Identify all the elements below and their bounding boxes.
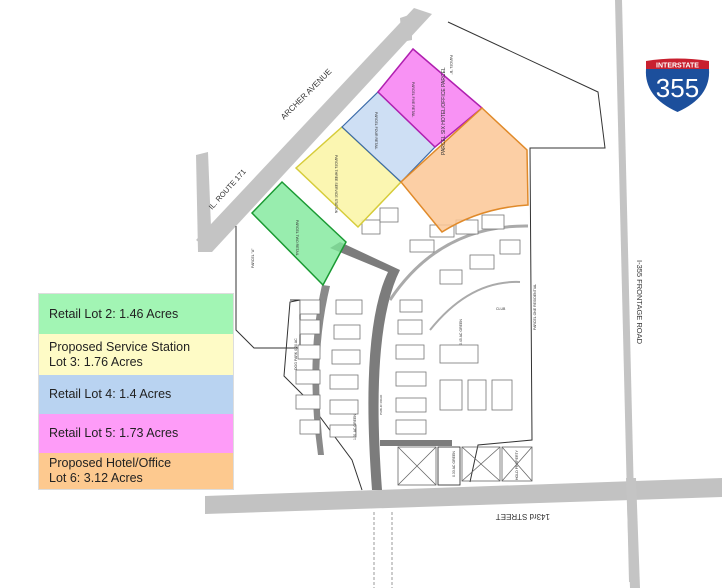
building bbox=[395, 371, 427, 387]
main-curved-road bbox=[330, 242, 400, 490]
building bbox=[295, 394, 321, 410]
building bbox=[395, 344, 425, 360]
building bbox=[469, 254, 495, 270]
frontage-road-label: I-355 FRONTAGE ROAD bbox=[635, 260, 644, 345]
future-road bbox=[373, 512, 393, 588]
building bbox=[333, 324, 361, 340]
legend-item: Retail Lot 5: 1.73 Acres bbox=[39, 414, 233, 453]
building bbox=[331, 349, 361, 365]
legend-item-text: Lot 3: 1.76 Acres bbox=[49, 354, 143, 369]
parcel-one-label: PARCEL ONE RESIDENTIAL bbox=[533, 284, 537, 330]
south-road bbox=[380, 440, 452, 446]
inner-arc-road bbox=[429, 280, 521, 331]
building bbox=[299, 419, 321, 435]
building bbox=[439, 344, 479, 364]
building bbox=[467, 379, 487, 411]
building bbox=[499, 239, 521, 255]
archer-avenue-road bbox=[196, 8, 432, 252]
club-label: CLUB bbox=[496, 307, 506, 311]
143rd-street-label: 143rd STREET bbox=[496, 512, 550, 521]
parcel-four-label: PARCEL FOUR RETAIL bbox=[374, 112, 378, 150]
legend-item-text: Proposed Service Station bbox=[49, 339, 191, 354]
dog-park-label: DOG PARK 0.20 AC bbox=[294, 338, 298, 370]
building bbox=[335, 299, 363, 315]
hold-property-label: HOLD PROPERTY bbox=[515, 449, 519, 480]
parcel-six-label: PARCEL SIX HOTEL/OFFICE PARCEL bbox=[441, 67, 447, 155]
building bbox=[295, 369, 321, 385]
building bbox=[399, 299, 423, 313]
parcel-lot-6-shape bbox=[399, 106, 529, 233]
legend-item: Retail Lot 4: 1.4 Acres bbox=[39, 375, 233, 414]
legend-item-text: Retail Lot 4: 1.4 Acres bbox=[49, 387, 172, 401]
parcel-b-label: PARCEL "B" bbox=[449, 55, 453, 75]
east-arc-road bbox=[388, 224, 529, 301]
green-3-label: 0.33 AC GREEN bbox=[452, 451, 456, 477]
legend-item-text: Proposed Hotel/Office bbox=[49, 456, 172, 470]
shield-top-text: INTERSTATE bbox=[656, 63, 699, 70]
building bbox=[481, 214, 505, 230]
building bbox=[395, 397, 427, 413]
route-171-road bbox=[196, 152, 212, 252]
building bbox=[329, 374, 359, 390]
parcel-three-label: PARCEL THREE SERVICE STATION bbox=[334, 155, 338, 214]
legend-item-text: Retail Lot 2: 1.46 Acres bbox=[49, 306, 179, 321]
building bbox=[439, 269, 463, 285]
building bbox=[297, 344, 321, 360]
legend-item-text: Lot 6: 3.12 Acres bbox=[49, 471, 143, 485]
building bbox=[329, 424, 357, 438]
residential-buildings bbox=[295, 207, 521, 438]
frontage-lower bbox=[626, 478, 640, 588]
dog-park-boundary bbox=[283, 299, 363, 491]
building bbox=[397, 319, 423, 335]
building bbox=[299, 319, 321, 335]
archer-spur bbox=[400, 14, 412, 42]
building bbox=[439, 379, 463, 411]
site-boundary bbox=[447, 21, 606, 483]
building bbox=[455, 219, 479, 235]
parcel-five-label: PARCEL FIVE RETAIL bbox=[411, 82, 415, 117]
parcel-a-label: PARCEL "A" bbox=[251, 248, 255, 268]
parcel-lot-2 bbox=[250, 180, 347, 287]
building bbox=[361, 219, 381, 235]
frontage-road bbox=[615, 0, 636, 582]
shield-number: 355 bbox=[656, 73, 699, 103]
143rd-street-road bbox=[205, 478, 722, 514]
public-road-label: PUBLIC ROAD bbox=[379, 394, 383, 415]
building bbox=[409, 239, 435, 253]
legend-item-text: Retail Lot 5: 1.73 Acres bbox=[49, 426, 179, 440]
legend-item: Retail Lot 2: 1.46 Acres bbox=[39, 294, 233, 334]
building bbox=[395, 419, 427, 435]
building bbox=[379, 207, 399, 223]
interstate-shield-icon: INTERSTATE 355 bbox=[645, 58, 710, 112]
building bbox=[491, 379, 513, 411]
green-2-label: 0.45 AC GREEN bbox=[459, 319, 463, 345]
building bbox=[329, 399, 359, 415]
building bbox=[299, 299, 321, 315]
green-1-label: 1.31 AC GREEN bbox=[353, 414, 357, 440]
south-lots bbox=[397, 446, 533, 486]
parcel-two-label: PARCEL TWO RETAIL bbox=[295, 220, 299, 256]
